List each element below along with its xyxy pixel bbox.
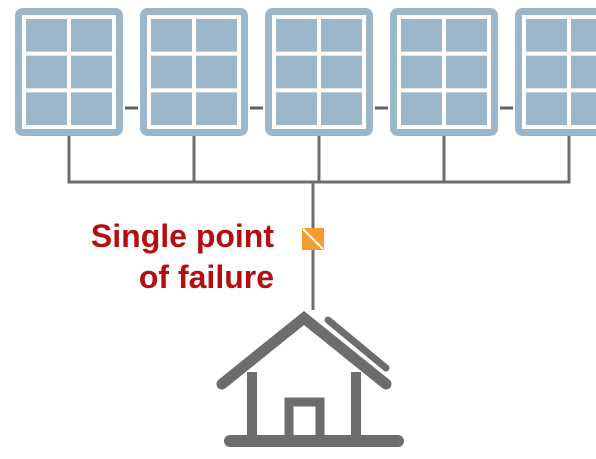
panel-cell [196, 92, 237, 125]
failure-label-line-1: Single point [90, 218, 274, 254]
panel-cell [321, 55, 362, 89]
panel-cell [321, 19, 362, 52]
panel-cell [276, 19, 317, 52]
panel-cell [151, 55, 192, 89]
panel-cell [276, 92, 317, 125]
panel-cell [26, 92, 67, 125]
failure-label-line-2: of failure [138, 259, 274, 295]
solar-panel-icon [140, 8, 248, 136]
panel-cell [321, 92, 362, 125]
panel-cell [26, 19, 67, 52]
panel-cell [446, 92, 487, 125]
house-door [284, 397, 325, 440]
panel-cell [571, 19, 596, 52]
panel-cell [71, 92, 112, 125]
panel-cell [71, 55, 112, 89]
solar-panel-icon [265, 8, 373, 136]
panel-cell [446, 19, 487, 52]
panel-cell [401, 55, 442, 89]
panel-cell [526, 55, 567, 89]
panel-cell [196, 55, 237, 89]
panel-cell [526, 19, 567, 52]
failure-slash [302, 228, 324, 250]
panel-cell [151, 92, 192, 125]
house-icon [216, 310, 404, 447]
solar-panel-icon [390, 8, 498, 136]
failure-point-icon [302, 228, 324, 250]
panel-cell [26, 55, 67, 89]
solar-panel-icon [15, 8, 123, 136]
panel-cell [571, 55, 596, 89]
panel-cell [196, 19, 237, 52]
solar-panel-row [15, 8, 596, 136]
solar-panel-icon [515, 8, 596, 136]
panel-cell [446, 55, 487, 89]
panel-cell [401, 92, 442, 125]
house-roof-accent [324, 316, 390, 372]
wiring [67, 106, 571, 310]
panel-cell [151, 19, 192, 52]
failure-label: Single point of failure [91, 216, 274, 298]
panel-cell [401, 19, 442, 52]
panel-cell [71, 19, 112, 52]
panel-cell [571, 92, 596, 125]
house-roof [216, 310, 392, 390]
panel-cell [526, 92, 567, 125]
panel-cell [276, 55, 317, 89]
